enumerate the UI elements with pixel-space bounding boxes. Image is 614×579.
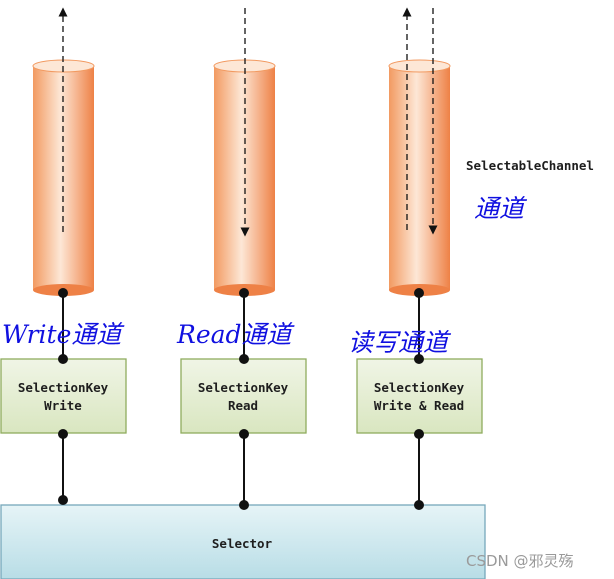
connection-dot xyxy=(58,429,68,439)
connection-dot xyxy=(414,429,424,439)
connection-dot xyxy=(239,429,249,439)
connection-dots xyxy=(58,288,424,510)
selector-label: Selector xyxy=(212,536,273,551)
channel-type-cn-label: 通道 xyxy=(474,194,528,223)
selection-key-write: SelectionKey Write xyxy=(0,358,127,434)
key-line2: Read xyxy=(228,398,258,413)
channel-cylinder-readwrite xyxy=(388,7,451,296)
connection-dot xyxy=(414,500,424,510)
connection-dot xyxy=(58,495,68,505)
connection-dot xyxy=(58,288,68,298)
selection-key-read: SelectionKey Read xyxy=(180,358,307,434)
connection-dot xyxy=(414,354,424,364)
key-line2: Write & Read xyxy=(374,398,464,413)
channel-cylinder-read xyxy=(213,8,276,296)
connection-dot xyxy=(239,288,249,298)
connection-dot xyxy=(239,500,249,510)
key-line1: SelectionKey xyxy=(374,380,465,395)
connection-dot xyxy=(414,288,424,298)
watermark: CSDN @邪灵殇 xyxy=(466,552,574,570)
connection-dot xyxy=(58,354,68,364)
key-line1: SelectionKey xyxy=(18,380,109,395)
key-line2: Write xyxy=(44,398,82,413)
connector-lines xyxy=(62,293,420,505)
write-channel-label: Write通道 xyxy=(2,320,125,349)
channel-cylinder-write xyxy=(32,7,95,296)
selection-key-readwrite: SelectionKey Write & Read xyxy=(356,358,483,434)
selector-box: Selector xyxy=(0,504,486,579)
connection-dot xyxy=(239,354,249,364)
key-line1: SelectionKey xyxy=(198,380,289,395)
readwrite-channel-label: 读写通道 xyxy=(348,328,452,357)
read-channel-label: Read通道 xyxy=(176,320,296,349)
channel-type-label: SelectableChannel xyxy=(466,158,594,173)
